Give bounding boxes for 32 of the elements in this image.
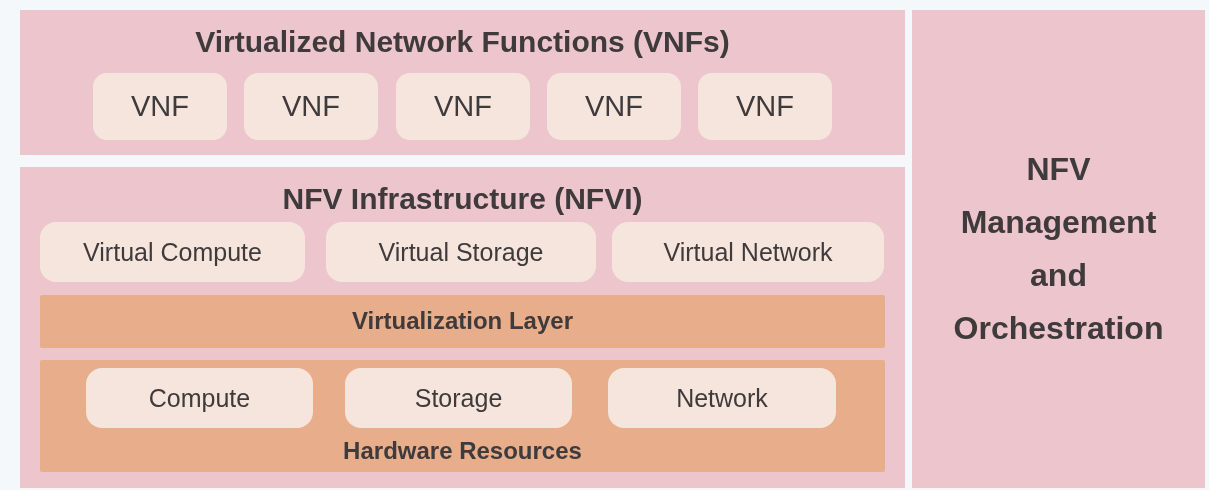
panel-title: Virtualized Network Functions (VNFs)	[194, 24, 731, 60]
panel	[20, 10, 905, 155]
resource-box	[345, 368, 572, 428]
resource-box	[86, 368, 313, 428]
layer-panel	[40, 360, 885, 472]
box-label: Storage	[413, 383, 504, 413]
panel-title: NFV Infrastructure (NFVI)	[281, 181, 644, 217]
box-label: VNF	[433, 89, 493, 124]
resource-box	[608, 368, 836, 428]
box-label: Compute	[147, 383, 252, 413]
box-label: VNF	[584, 89, 644, 124]
panel-title: Hardware Resources	[342, 437, 583, 466]
vnf-box	[396, 73, 530, 140]
panel	[20, 167, 905, 488]
vnf-box	[698, 73, 832, 140]
box-label: Virtual Compute	[82, 237, 263, 267]
box-label: Virtualization Layer	[351, 307, 574, 336]
box-label: Virtual Network	[662, 237, 834, 267]
vnf-box	[93, 73, 227, 140]
panel	[912, 10, 1205, 488]
box-label: Network	[675, 383, 769, 413]
layer-bar	[40, 295, 885, 348]
box-label: VNF	[130, 89, 190, 124]
box-label: VNF	[281, 89, 341, 124]
resource-box	[326, 222, 596, 282]
box-label: NFV Management and Orchestration	[952, 150, 1165, 348]
vnf-box	[547, 73, 681, 140]
vnf-box	[244, 73, 378, 140]
resource-box	[40, 222, 305, 282]
box-label: Virtual Storage	[377, 237, 545, 267]
box-label: VNF	[735, 89, 795, 124]
resource-box	[612, 222, 884, 282]
